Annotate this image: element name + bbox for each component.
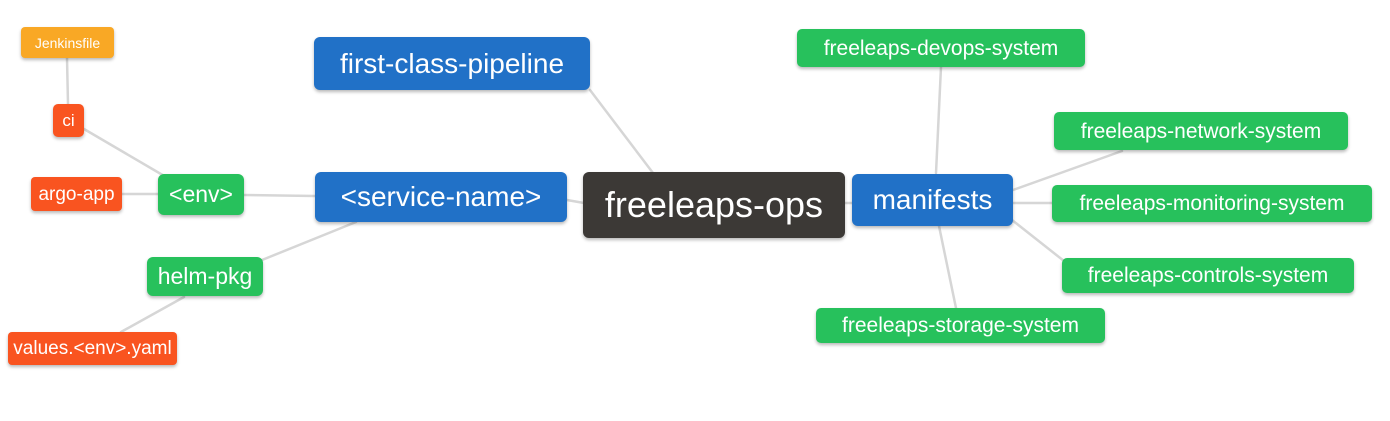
node-manifests[interactable]: manifests [852, 174, 1013, 226]
node-freeleaps-network-system[interactable]: freeleaps-network-system [1054, 112, 1348, 150]
edge-service-name-helm-pkg [260, 220, 358, 262]
node-freeleaps-monitoring-system[interactable]: freeleaps-monitoring-system [1052, 185, 1372, 222]
edge-ci-env [82, 127, 168, 179]
node-freeleaps-controls-system[interactable]: freeleaps-controls-system [1062, 258, 1354, 293]
node-ci[interactable]: ci [53, 104, 84, 137]
node-service-name[interactable]: <service-name> [315, 172, 567, 222]
node-first-class-pipeline[interactable]: first-class-pipeline [314, 37, 590, 90]
node-freeleaps-devops-system[interactable]: freeleaps-devops-system [797, 29, 1085, 67]
edge-env-service-name [242, 193, 317, 198]
edge-manifests-controls [1010, 218, 1066, 263]
edge-service-name-root [565, 198, 586, 205]
node-freeleaps-storage-system[interactable]: freeleaps-storage-system [816, 308, 1105, 343]
edge-jenkinsfile-ci [65, 56, 70, 106]
edge-manifests-network [1011, 149, 1124, 192]
edge-pipeline-root [588, 88, 655, 175]
edge-manifests-storage [937, 224, 958, 310]
node-env[interactable]: <env> [158, 174, 244, 215]
edge-manifests-devops [934, 65, 943, 175]
node-jenkinsfile[interactable]: Jenkinsfile [21, 27, 114, 58]
node-helm-pkg[interactable]: helm-pkg [147, 257, 263, 296]
node-values-env-yaml[interactable]: values.<env>.yaml [8, 332, 177, 365]
edge-values-helm-pkg [119, 295, 186, 334]
node-root-freeleaps-ops[interactable]: freeleaps-ops [583, 172, 845, 238]
node-argo-app[interactable]: argo-app [31, 177, 122, 211]
